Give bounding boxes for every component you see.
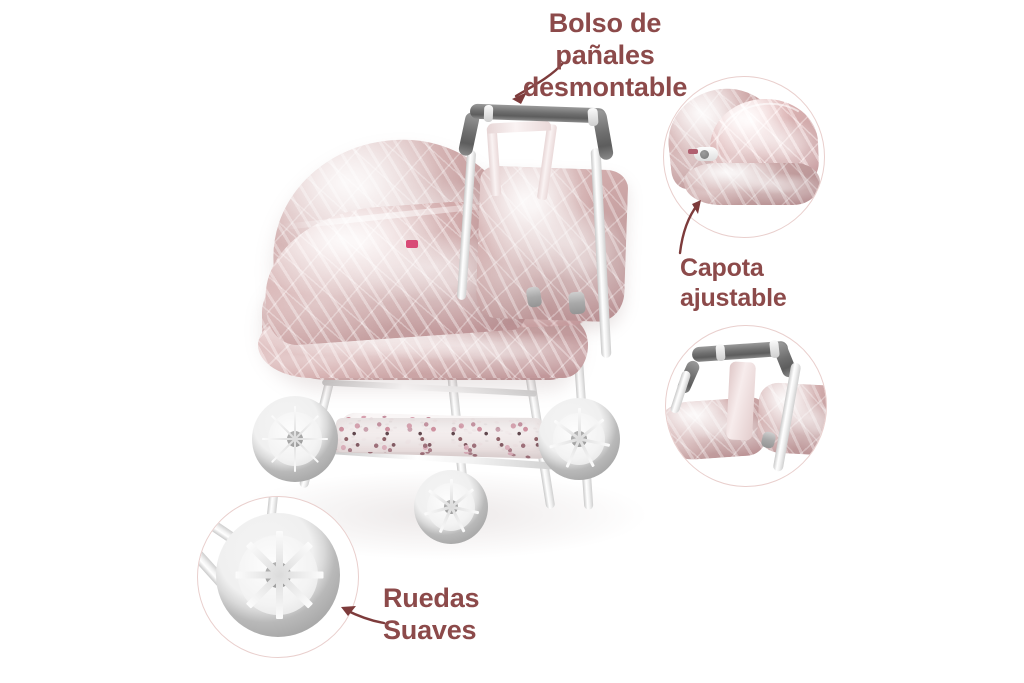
arrow-canopy [678,200,701,255]
detail-circle-handle [665,325,827,487]
wheel-front-right [414,470,488,544]
wheel-spoke [578,408,581,439]
detail-circle-wheel [197,496,359,658]
dc-wheel [216,513,340,637]
callout-label-wheels: Ruedas Suaves [383,583,480,645]
wheel-spoke [450,479,453,507]
callout-label-diaper-bag: Bolso de pañales desmontable [522,8,688,102]
brand-tag [406,240,418,248]
arrow-wheels [341,606,386,625]
dc-canopy-hinge-marker [688,149,698,154]
basket-front-panel [336,418,542,452]
wheel-rear-right [538,398,620,480]
callout-label-canopy: Capota ajustable [680,254,787,312]
wheel-spoke [294,406,296,439]
wheel-rear-left [252,396,338,482]
dc-wheel-spoke [276,531,283,575]
dc-canopy-hinge-pin [700,150,709,159]
arrow-diaper-bag [512,61,565,104]
